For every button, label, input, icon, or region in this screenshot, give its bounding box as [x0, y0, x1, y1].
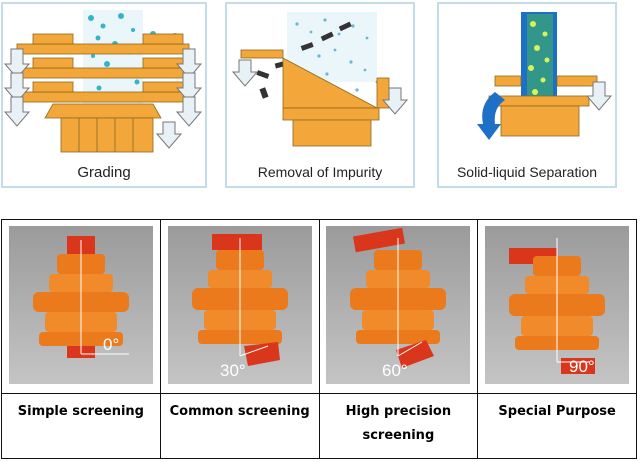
motor-photo-common: 30° — [167, 226, 312, 384]
label-row: Simple screening Common screening High p… — [1, 393, 637, 459]
motor-photo-precision: 60° — [326, 226, 471, 384]
vibration-motor-image: 90° — [509, 238, 606, 376]
solid-liquid-diagram-panel: Solid-liquid Separation — [437, 2, 617, 188]
grading-diagram-panel: Grading — [1, 2, 207, 188]
screening-modes-table: 0° 30° — [1, 219, 637, 459]
impurity-diagram — [231, 12, 409, 147]
mode-label-simple: Simple screening — [1, 393, 161, 459]
motor-photo-special: 90° — [485, 226, 630, 384]
mode-label-special: Special Purpose — [477, 393, 637, 459]
mode-photo-cell: 0° — [1, 219, 161, 394]
grading-diagram — [3, 10, 203, 153]
mode-photo-cell: 90° — [477, 219, 637, 394]
impurity-diagram-panel: Removal of Impurity — [225, 2, 415, 188]
angle-label: 90° — [569, 357, 595, 376]
vibration-motor-image: 0° — [32, 236, 129, 358]
photo-row: 0° 30° — [1, 219, 637, 394]
solid-liquid-diagram — [477, 12, 613, 140]
mode-label-precision: High precision screening — [318, 393, 479, 459]
solid-liquid-caption: Solid-liquid Separation — [456, 164, 598, 180]
motor-photo-simple: 0° — [8, 226, 153, 384]
mode-photo-cell: 30° — [159, 219, 320, 394]
impurity-caption: Removal of Impurity — [257, 164, 383, 180]
vibration-motor-image: 60° — [350, 227, 447, 380]
angle-label: 0° — [103, 335, 119, 354]
angle-label: 30° — [220, 361, 246, 380]
mode-label-common: Common screening — [159, 393, 320, 459]
vibration-motor-image: 30° — [191, 234, 288, 380]
mode-photo-cell: 60° — [318, 219, 479, 394]
grading-caption: Grading — [77, 164, 131, 181]
angle-label: 60° — [382, 361, 408, 380]
